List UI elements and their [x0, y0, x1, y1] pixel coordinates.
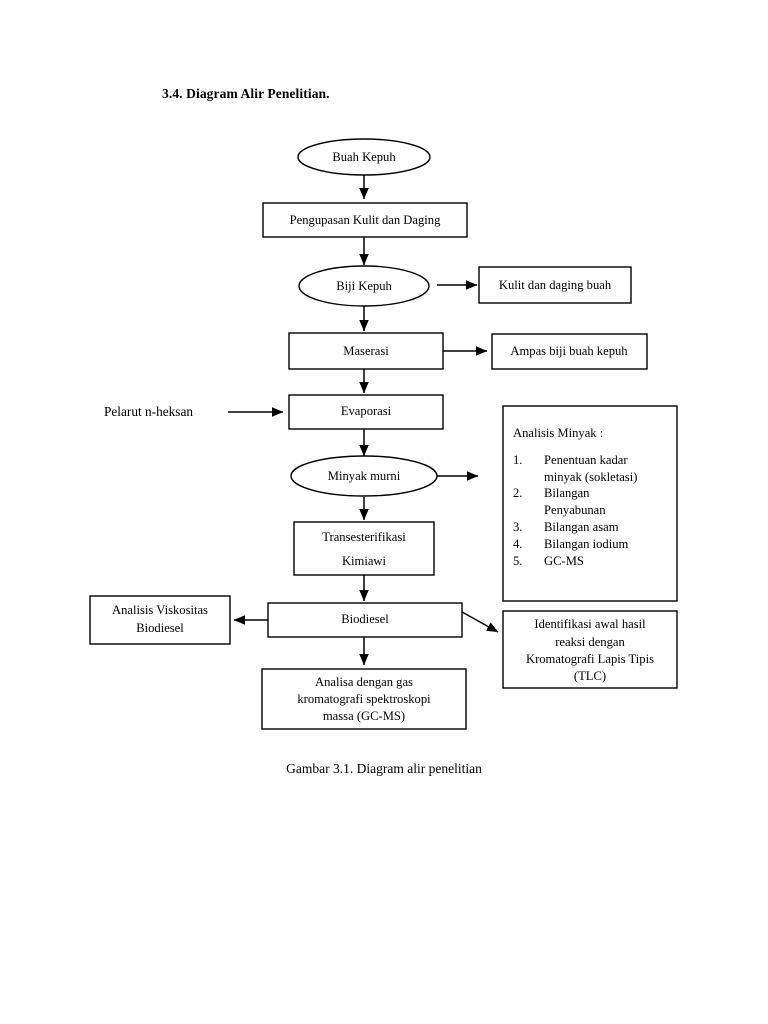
ellipse-shape: [297, 138, 431, 176]
node-transesterifikasi-kimiawi[interactable]: Transesterifikasi Kimiawi: [293, 521, 435, 576]
node-analisis-viskositas-biodiesel[interactable]: Analisis Viskositas Biodiesel: [89, 595, 231, 645]
node-label: Buah Kepuh: [332, 150, 396, 164]
node-label: Biodiesel: [341, 612, 389, 626]
node-label-line2: reaksi dengan: [555, 635, 625, 649]
edge-biodiesel-to-tlc: [461, 611, 499, 633]
node-label-line1: Identifikasi awal hasil: [534, 617, 646, 631]
node-evaporasi[interactable]: Evaporasi: [288, 394, 444, 430]
node-label: Evaporasi: [341, 404, 392, 418]
node-biji-kepuh[interactable]: Biji Kepuh: [298, 265, 430, 307]
node-label: Pengupasan Kulit dan Daging: [290, 213, 441, 227]
rect-shape: [502, 610, 678, 689]
node-minyak-murni[interactable]: Minyak murni: [290, 455, 438, 497]
node-label: Minyak murni: [328, 469, 401, 483]
rect-shape: [267, 602, 463, 638]
list-item-label-cont: minyak (sokletasi): [544, 470, 637, 484]
connector-layer: [228, 175, 499, 666]
node-ampas-biji-buah-kepuh[interactable]: Ampas biji buah kepuh: [491, 333, 648, 370]
rect-shape: [478, 266, 632, 304]
node-label: Ampas biji buah kepuh: [510, 344, 628, 358]
node-kulit-dan-daging-buah[interactable]: Kulit dan daging buah: [478, 266, 632, 304]
node-label-line2: kromatografi spektroskopi: [297, 692, 431, 706]
list-item-label: Bilangan asam: [544, 520, 619, 534]
node-identifikasi-tlc[interactable]: Identifikasi awal hasil reaksi dengan Kr…: [502, 610, 678, 689]
node-label-line3: Kromatografi Lapis Tipis: [526, 652, 654, 666]
node-label: Biji Kepuh: [336, 279, 392, 293]
list-item-number: 5.: [513, 554, 522, 568]
list-item-number: 3.: [513, 520, 522, 534]
ellipse-shape: [298, 265, 430, 307]
ellipse-shape: [290, 455, 438, 497]
node-biodiesel[interactable]: Biodiesel: [267, 602, 463, 638]
node-label-line1: Analisis Viskositas: [112, 603, 208, 617]
node-label-line2: Kimiawi: [342, 554, 387, 568]
list-item-label: Bilangan: [544, 486, 590, 500]
node-label: Pelarut n-heksan: [104, 404, 193, 419]
list-item-number: 4.: [513, 537, 522, 551]
node-label-line3: massa (GC-MS): [323, 709, 405, 723]
node-pelarut-n-heksan: Pelarut n-heksan: [104, 404, 193, 419]
rect-shape: [491, 333, 648, 370]
node-analisis-minyak[interactable]: Analisis Minyak : 1. Penentuan kadar min…: [502, 405, 678, 602]
section-heading: 3.4. Diagram Alir Penelitian.: [162, 86, 330, 101]
node-analisa-gc-ms[interactable]: Analisa dengan gas kromatografi spektros…: [261, 668, 467, 730]
rect-shape: [89, 595, 231, 645]
rect-shape: [261, 668, 467, 730]
node-buah-kepuh[interactable]: Buah Kepuh: [297, 138, 431, 176]
list-item-label: Bilangan iodium: [544, 537, 629, 551]
rect-shape: [293, 521, 435, 576]
node-pengupasan[interactable]: Pengupasan Kulit dan Daging: [262, 202, 468, 238]
rect-shape: [288, 394, 444, 430]
node-maserasi[interactable]: Maserasi: [288, 332, 444, 370]
figure-caption: Gambar 3.1. Diagram alir penelitian: [286, 761, 482, 776]
analisis-minyak-title: Analisis Minyak :: [513, 426, 603, 440]
node-label: Maserasi: [343, 344, 389, 358]
list-item-label: GC-MS: [544, 554, 584, 568]
rect-shape: [262, 202, 468, 238]
list-item-label: Penentuan kadar: [544, 453, 628, 467]
list-item-number: 1.: [513, 453, 522, 467]
node-label: Kulit dan daging buah: [499, 278, 612, 292]
rect-shape: [502, 405, 678, 602]
node-label-line4: (TLC): [574, 669, 606, 683]
node-label-line2: Biodiesel: [136, 621, 184, 635]
node-label-line1: Analisa dengan gas: [315, 675, 413, 689]
list-item-label-cont: Penyabunan: [544, 503, 606, 517]
node-label-line1: Transesterifikasi: [322, 530, 406, 544]
list-item-number: 2.: [513, 486, 522, 500]
rect-shape: [288, 332, 444, 370]
